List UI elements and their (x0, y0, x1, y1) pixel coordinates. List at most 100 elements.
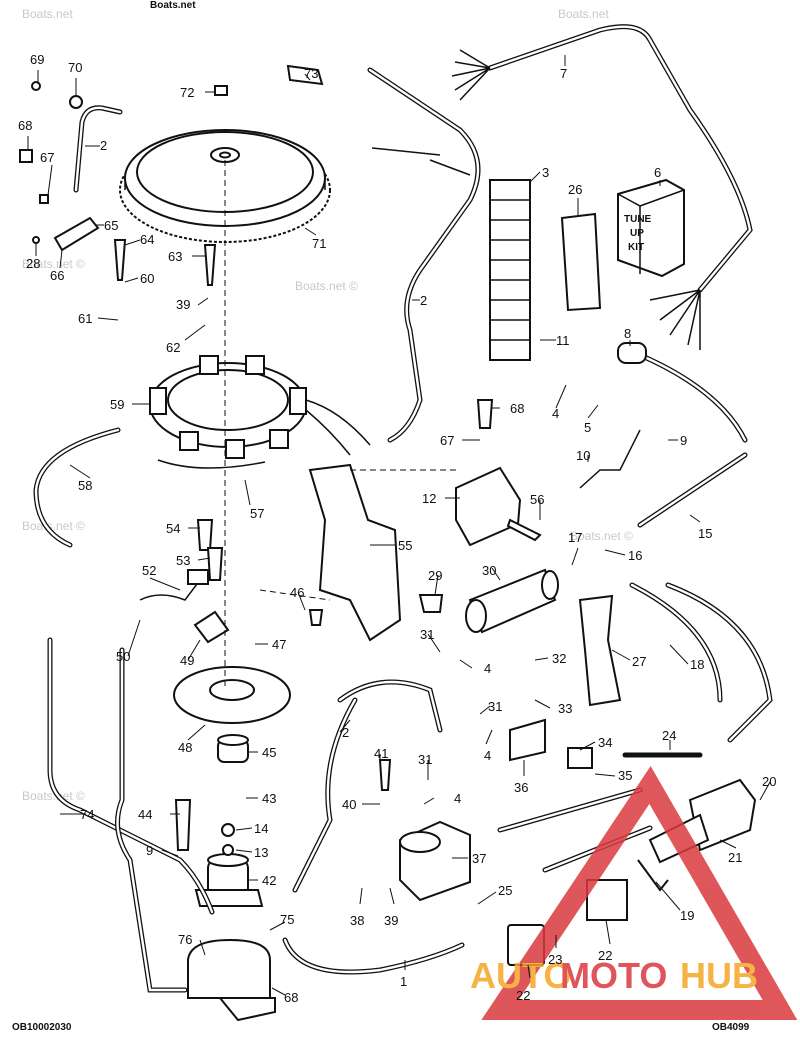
callout-27: 27 (632, 654, 646, 669)
callout-22: 22 (516, 988, 530, 1003)
callout-21: 21 (728, 850, 742, 865)
callout-3: 3 (542, 165, 549, 180)
callout-26: 26 (568, 182, 582, 197)
callout-2: 2 (100, 138, 107, 153)
callout-20: 20 (762, 774, 776, 789)
callout-34: 34 (598, 735, 612, 750)
watermark-text: Boats.net © (22, 257, 85, 271)
callout-31: 31 (488, 699, 502, 714)
callout-67: 67 (40, 150, 54, 165)
callout-52: 52 (142, 563, 156, 578)
ignition-coil-part (194, 823, 264, 907)
callout-48: 48 (178, 740, 192, 755)
watermark-text: Boats.net © (22, 519, 85, 533)
watermark-text: Boats.net (558, 7, 609, 21)
automotohub-logo: AUTO MOTO HUB (470, 766, 798, 1020)
callout-28: 28 (26, 256, 40, 271)
starter-solenoid-part (399, 820, 471, 902)
callout-37: 37 (472, 851, 486, 866)
callout-8: 8 (624, 326, 631, 341)
callout-4: 4 (484, 748, 491, 763)
callout-59: 59 (110, 397, 124, 412)
callout-25: 25 (498, 883, 512, 898)
watermark-text: Boats.net © (570, 529, 633, 543)
callout-54: 54 (166, 521, 180, 536)
callout-60: 60 (140, 271, 154, 286)
callout-11: 11 (556, 333, 570, 348)
callout-22: 22 (598, 948, 612, 963)
callout-74: 74 (80, 807, 94, 822)
callout-leaders (27, 55, 771, 996)
logo-text-hub: HUB (680, 955, 758, 996)
callout-68: 68 (284, 990, 298, 1005)
callout-68: 68 (18, 118, 32, 133)
logo-text-moto: MOTO (560, 955, 667, 996)
callout-17: 17 (568, 530, 582, 545)
callout-53: 53 (176, 553, 190, 568)
callout-75: 75 (280, 912, 294, 927)
callout-35: 35 (618, 768, 632, 783)
callout-9: 9 (146, 843, 153, 858)
callout-15: 15 (698, 526, 712, 541)
callout-5: 5 (584, 420, 591, 435)
callout-45: 45 (262, 745, 276, 760)
callout-4: 4 (454, 791, 461, 806)
callout-31: 31 (418, 752, 432, 767)
callout-2: 2 (342, 725, 349, 740)
callout-32: 32 (552, 651, 566, 666)
callout-7: 7 (560, 66, 567, 81)
callout-58: 58 (78, 478, 92, 493)
callout-13: 13 (254, 845, 268, 860)
callout-44: 44 (138, 807, 152, 822)
callout-1: 1 (400, 974, 407, 989)
callout-73: 73 (304, 66, 318, 81)
callout-62: 62 (166, 340, 180, 355)
callout-72: 72 (180, 85, 194, 100)
callout-49: 49 (180, 653, 194, 668)
callout-12: 12 (422, 491, 436, 506)
callout-50: 50 (116, 649, 130, 664)
logo-text-auto: AUTO (470, 955, 571, 996)
callout-76: 76 (178, 932, 192, 947)
callout-69: 69 (30, 52, 44, 67)
callout-24: 24 (662, 728, 676, 743)
callout-41: 41 (374, 746, 388, 761)
callout-labels: 69 70 73 72 7 68 2 67 3 26 6 65 64 71 28… (18, 52, 776, 1005)
callout-9: 9 (680, 433, 687, 448)
callout-70: 70 (68, 60, 82, 75)
callout-39: 39 (176, 297, 190, 312)
callout-18: 18 (690, 657, 704, 672)
callout-43: 43 (262, 791, 276, 806)
callout-2: 2 (420, 293, 427, 308)
header-fragment: Boats.net (150, 0, 196, 11)
callout-66: 66 (50, 268, 64, 283)
callout-57: 57 (250, 506, 264, 521)
watermark-text: Boats.net (22, 7, 73, 21)
callout-40: 40 (342, 797, 356, 812)
power-pack-part (187, 938, 276, 1022)
starter-motor-part (465, 568, 559, 634)
callout-4: 4 (484, 661, 491, 676)
callout-16: 16 (628, 548, 642, 563)
callout-71: 71 (312, 236, 326, 251)
callout-61: 61 (78, 311, 92, 326)
watermark-text: Boats.net © (22, 789, 85, 803)
diagram-code-right: OB4099 (712, 1022, 750, 1033)
callout-36: 36 (514, 780, 528, 795)
callout-6: 6 (654, 165, 661, 180)
callout-39: 39 (384, 913, 398, 928)
callout-68: 68 (510, 401, 524, 416)
timer-base-part (173, 666, 291, 763)
callout-33: 33 (558, 701, 572, 716)
callout-14: 14 (254, 821, 268, 836)
ignition-switch-part (637, 778, 757, 892)
callout-10: 10 (576, 448, 590, 463)
callout-31: 31 (420, 627, 434, 642)
callout-29: 29 (428, 568, 442, 583)
diagram-code-left: OB10002030 (12, 1022, 72, 1033)
callout-19: 19 (680, 908, 694, 923)
kit-label-line: UP (630, 228, 644, 239)
callout-67: 67 (440, 433, 454, 448)
callout-30: 30 (482, 563, 496, 578)
